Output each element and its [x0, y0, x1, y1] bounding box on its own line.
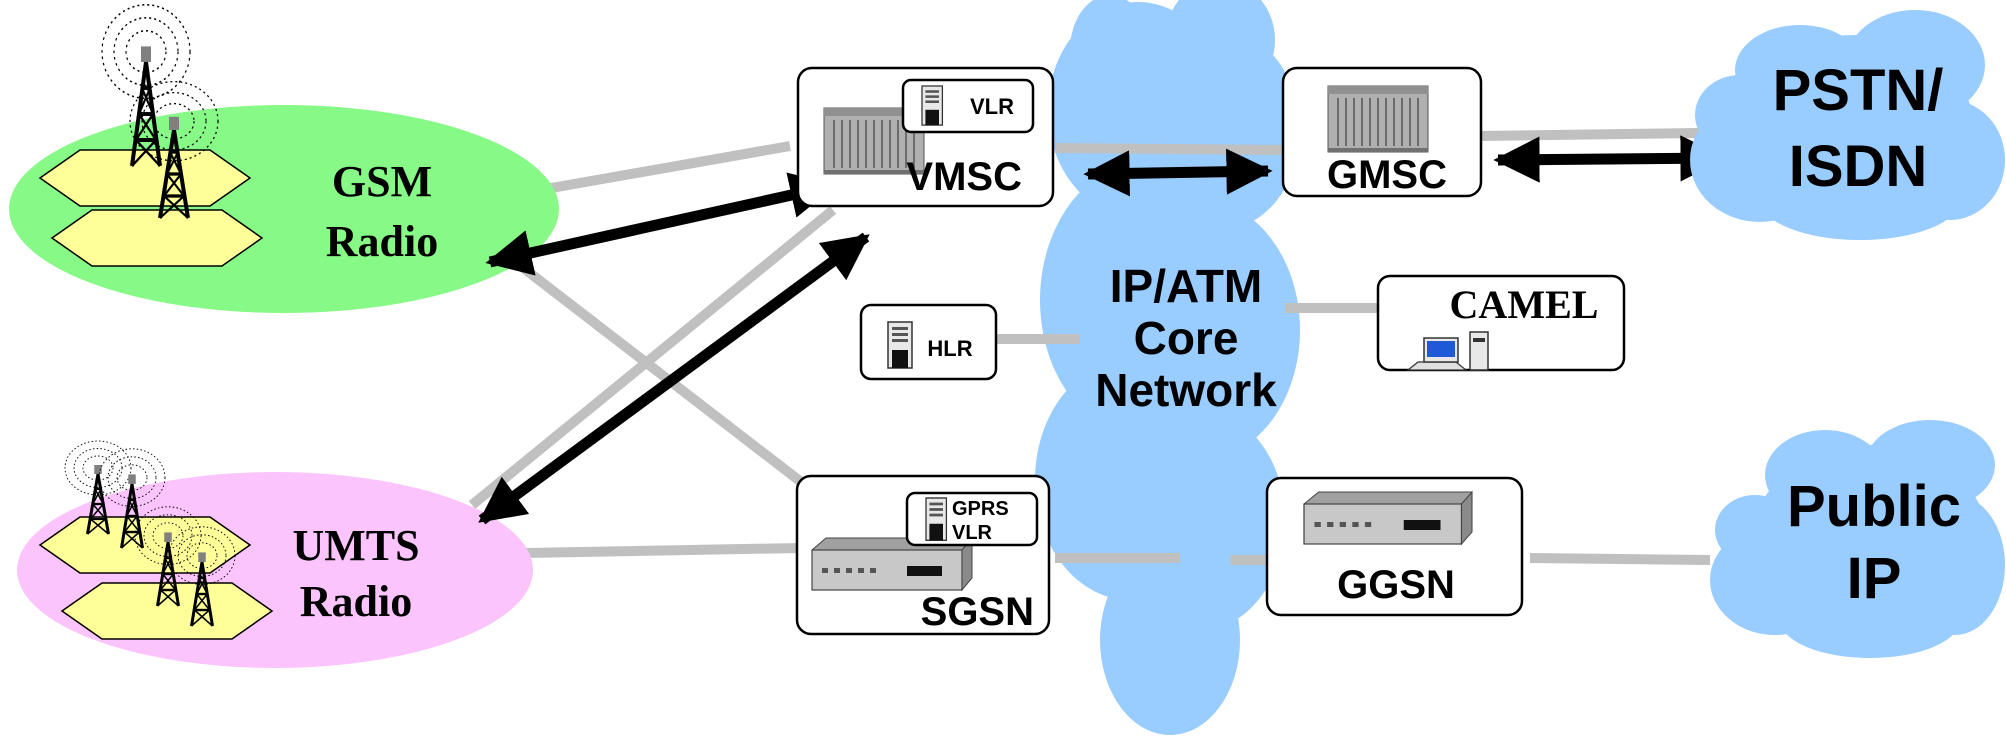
- gmsc-node[interactable]: GMSC: [1281, 66, 1483, 198]
- link-vmsc-gmsc: [1054, 143, 1286, 155]
- arrow-vmsc-gmsc: [1083, 148, 1273, 197]
- sgsn-label: SGSN: [921, 590, 1034, 634]
- server-tower-icon: [921, 85, 944, 126]
- core-network-label: IP/ATM Core Network: [1095, 260, 1277, 416]
- sgsn-node[interactable]: SGSN GPRS VLR: [795, 474, 1051, 636]
- camel-label: CAMEL: [1450, 282, 1599, 327]
- camel-node[interactable]: CAMEL: [1376, 274, 1626, 372]
- vmsc-node[interactable]: VMSC VLR: [796, 66, 1055, 208]
- core-label-2: Core: [1134, 312, 1239, 364]
- cell-hex: [51, 209, 263, 267]
- vlr-node[interactable]: VLR: [901, 78, 1035, 134]
- link-umts-sgsn: [524, 543, 801, 558]
- umts-radio-label-1: UMTS: [292, 521, 419, 570]
- signalling-arrows: [478, 135, 1727, 525]
- hlr-node[interactable]: HLR: [859, 303, 998, 381]
- ggsn-node[interactable]: GGSN: [1265, 476, 1524, 617]
- link-gsm-vmsc: [539, 141, 791, 195]
- arrow-umts-vmsc: [478, 232, 870, 525]
- vlr-label: VLR: [970, 94, 1014, 119]
- link-gmsc-pstn: [1479, 128, 1701, 141]
- router-box-icon: [1303, 491, 1473, 545]
- core-label-3: Network: [1095, 364, 1277, 416]
- switch-rack-icon: [1327, 85, 1429, 153]
- workstation-icon: [1406, 331, 1489, 371]
- public-ip-label-2: IP: [1847, 546, 1902, 611]
- gmsc-label: GMSC: [1327, 153, 1447, 197]
- vmsc-label: VMSC: [906, 155, 1022, 199]
- pstn-label-2: ISDN: [1789, 134, 1928, 199]
- gsm-radio-label-1: GSM: [332, 157, 432, 206]
- ggsn-label: GGSN: [1337, 563, 1455, 607]
- core-network-cloud: [1035, 0, 1300, 735]
- umts-radio-area: UMTS Radio: [17, 439, 533, 668]
- gprs-vlr-label-2: VLR: [952, 522, 993, 544]
- cell-hex: [39, 516, 251, 574]
- link-ggsn-publicip: [1529, 553, 1711, 565]
- cell-hex: [39, 149, 251, 207]
- arrow-gmsc-pstn: [1493, 135, 1727, 183]
- public-ip-cloud: Public IP: [1710, 420, 2005, 658]
- gprs-vlr-node[interactable]: GPRS VLR: [905, 491, 1039, 547]
- gprs-vlr-label-1: GPRS: [952, 498, 1009, 520]
- pstn-isdn-cloud: PSTN/ ISDN: [1690, 10, 2005, 240]
- server-tower-icon: [887, 321, 913, 369]
- umts-radio-label-2: Radio: [300, 577, 412, 626]
- gsm-radio-label-2: Radio: [326, 217, 438, 266]
- hlr-label: HLR: [927, 336, 972, 361]
- core-label-1: IP/ATM: [1110, 260, 1262, 312]
- server-tower-icon: [925, 497, 948, 542]
- gsm-radio-area: GSM Radio: [9, 5, 559, 313]
- public-ip-label-1: Public: [1787, 474, 1961, 539]
- cell-hex: [61, 582, 273, 640]
- pstn-label-1: PSTN/: [1773, 58, 1944, 123]
